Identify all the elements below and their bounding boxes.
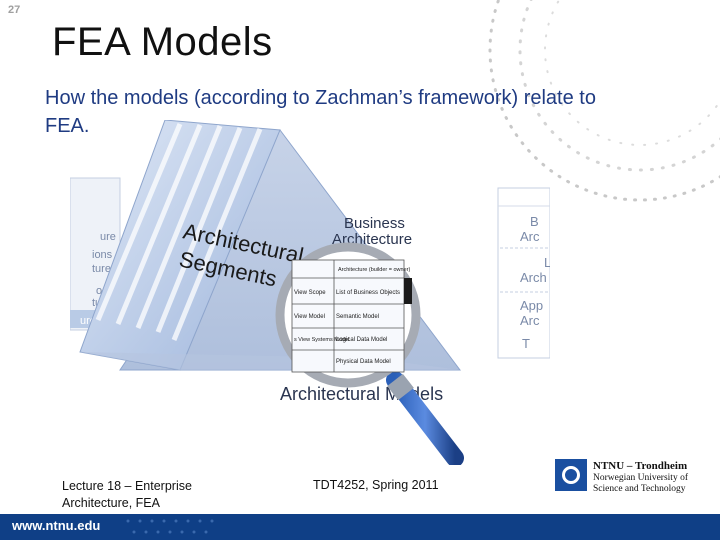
- page-number: 27: [8, 4, 21, 16]
- footer-lecture: Lecture 18 – Enterprise Architecture, FE…: [62, 478, 192, 512]
- lens-header: Architecture (builder = owner): [338, 267, 410, 273]
- logo-line3: Science and Technology: [593, 484, 686, 494]
- lens-row-right: List of Business Objects: [336, 290, 400, 296]
- bottom-bar: www.ntnu.edu: [0, 514, 720, 540]
- right-label: B: [530, 214, 539, 229]
- right-label: Arc: [520, 313, 540, 328]
- right-label: Arc: [520, 229, 540, 244]
- magnified-table: Architecture (builder = owner) View Scop…: [291, 259, 410, 373]
- architecture-prism-figure: ure ions ture ogy ture ure B Arc L Arch …: [70, 120, 550, 465]
- lens-row-right: Semantic Model: [336, 314, 379, 320]
- lens-row-right: Physical Data Model: [336, 359, 391, 365]
- ntnu-url-link[interactable]: www.ntnu.edu: [12, 518, 101, 533]
- footer-lecture-line2: Architecture, FEA: [62, 496, 160, 510]
- footer-lecture-line1: Lecture 18 – Enterprise: [62, 479, 192, 493]
- ntnu-logo-icon: [555, 459, 587, 491]
- lens-highlight-column: [404, 278, 412, 304]
- business-architecture-label: Business: [344, 215, 405, 232]
- segment-stripes: [95, 123, 263, 341]
- right-label: T: [522, 336, 530, 351]
- lens-row-left: s View Systems Model: [294, 337, 349, 343]
- lens-row-left: View Scope: [294, 290, 326, 296]
- left-label: ture: [92, 263, 111, 275]
- right-label: App: [520, 298, 543, 313]
- slide-subtitle: How the models (according to Zachman’s f…: [45, 87, 596, 137]
- lens-row-right: Logical Data Model: [336, 337, 387, 343]
- left-label: ure: [100, 231, 116, 243]
- right-panel: [497, 187, 550, 359]
- bar-dot-pattern: [126, 519, 214, 534]
- slide-title: FEA Models: [52, 20, 273, 64]
- logo-line2: Norwegian University of: [593, 473, 688, 483]
- ntnu-logo-text: NTNU – Trondheim Norwegian University of…: [593, 460, 688, 495]
- right-label: Arch: [520, 270, 547, 285]
- footer-course: TDT4252, Spring 2011: [313, 478, 439, 492]
- decorative-arc: [488, 0, 720, 202]
- lens-row-left: View Model: [294, 314, 325, 320]
- right-label: L: [544, 255, 550, 270]
- left-label: ions: [92, 249, 113, 261]
- logo-line1: NTNU – Trondheim: [593, 460, 688, 472]
